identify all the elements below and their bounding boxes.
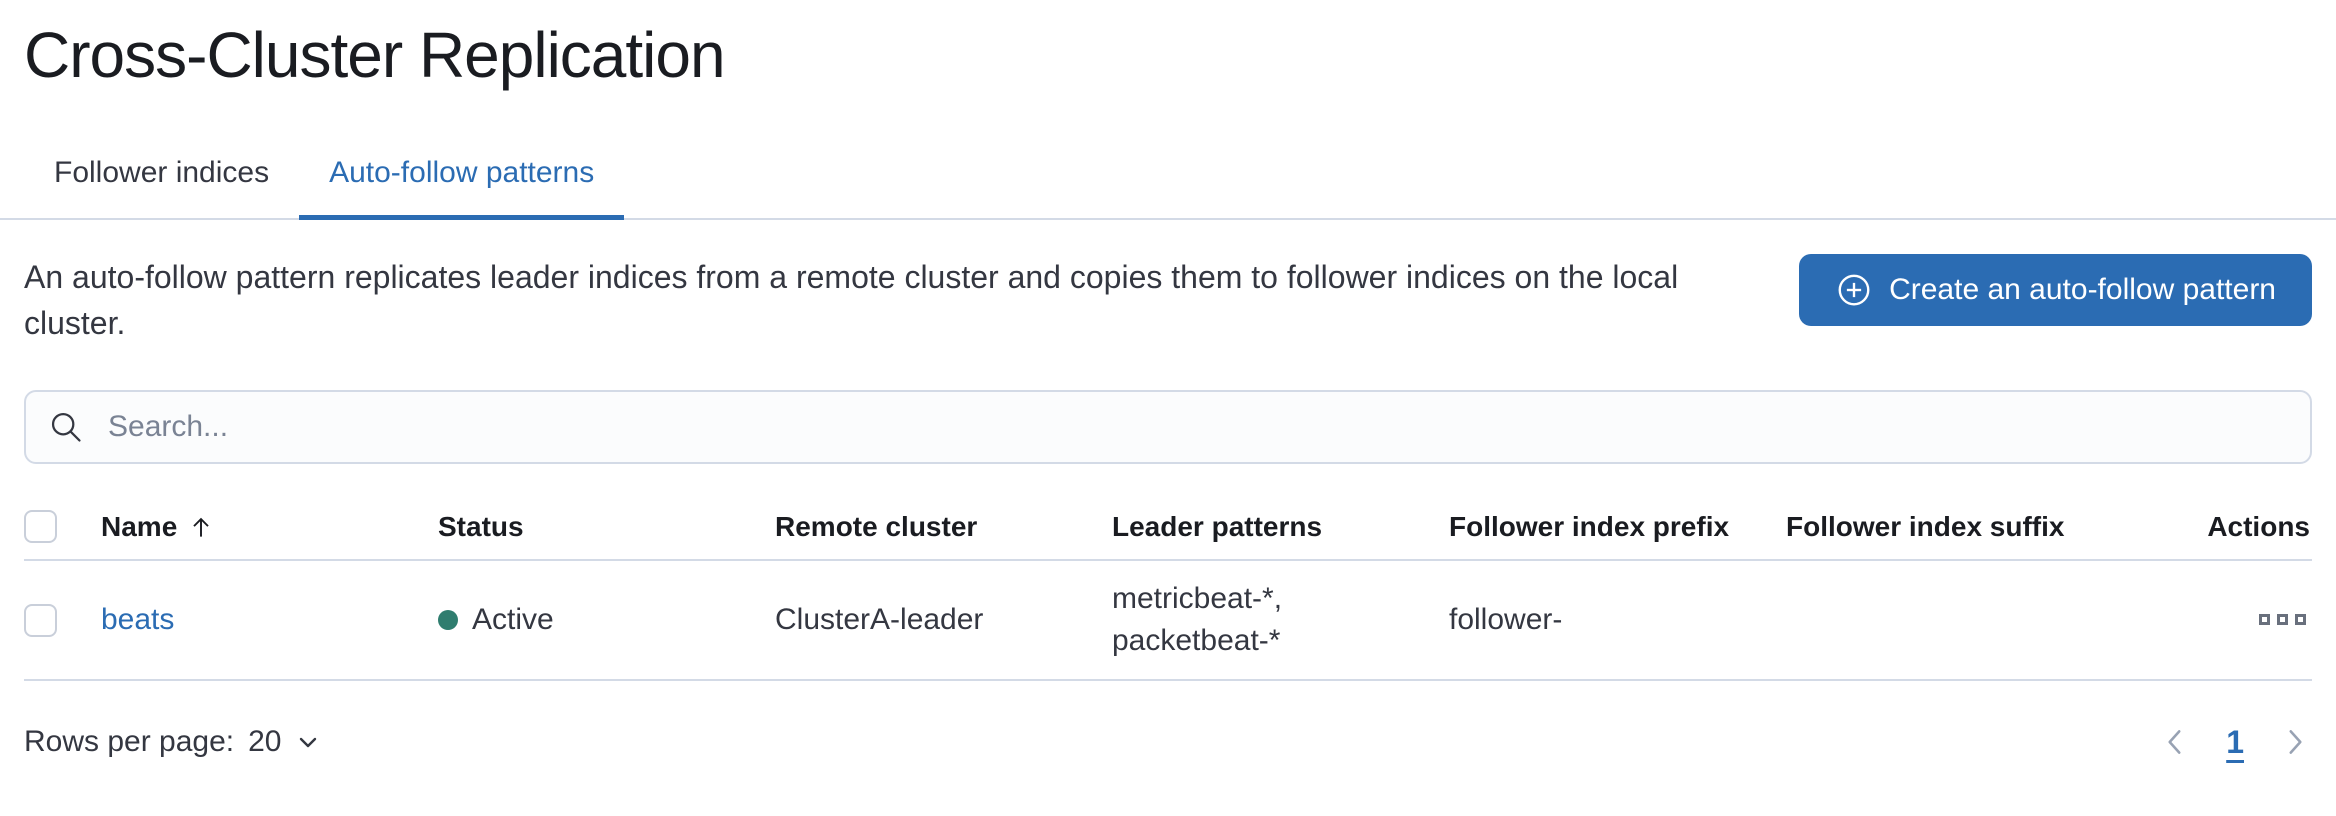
- page-title: Cross-Cluster Replication: [24, 19, 726, 91]
- search-bar: [24, 390, 2312, 464]
- rows-per-page-button[interactable]: Rows per page: 20: [24, 725, 320, 759]
- column-header-follower-index-suffix: Follower index suffix: [1786, 510, 2065, 542]
- leader-patterns-value: metricbeat-*, packetbeat-*: [1112, 582, 1283, 657]
- boxes-horizontal-icon: [2259, 614, 2270, 625]
- plus-in-circle-icon: [1838, 274, 1870, 306]
- column-header-status: Status: [438, 510, 524, 542]
- column-header-name-label: Name: [101, 510, 178, 542]
- chevron-right-icon: [2289, 730, 2302, 754]
- pattern-name-link[interactable]: beats: [101, 603, 175, 636]
- pagination: 1: [2158, 721, 2312, 763]
- next-page-button[interactable]: [2278, 721, 2312, 763]
- tabs-bar: Follower indices Auto-follow patterns: [0, 138, 2336, 220]
- table-footer: Rows per page: 20 1: [24, 721, 2312, 763]
- tab-follower-indices[interactable]: Follower indices: [24, 138, 299, 218]
- status-label: Active: [472, 603, 554, 636]
- row-checkbox[interactable]: [24, 603, 57, 637]
- table-row: beats Active ClusterA-leader metricbeat-…: [24, 561, 2312, 681]
- create-auto-follow-pattern-button[interactable]: Create an auto-follow pattern: [1799, 254, 2312, 326]
- sort-ascending-icon: [193, 517, 209, 537]
- chevron-left-icon: [2168, 730, 2181, 754]
- column-header-name[interactable]: Name: [80, 511, 417, 543]
- rows-per-page-label: Rows per page:: [24, 725, 235, 758]
- intro-text: An auto-follow pattern replicates leader…: [24, 259, 1679, 341]
- rows-per-page-value: 20: [248, 725, 282, 758]
- auto-follow-patterns-table: Name Status Remote cluster Leader patter…: [24, 490, 2312, 681]
- chevron-down-icon: [299, 737, 316, 748]
- search-input[interactable]: [108, 410, 2288, 444]
- page-number-1[interactable]: 1: [2226, 723, 2244, 760]
- table-header-row: Name Status Remote cluster Leader patter…: [24, 490, 2312, 561]
- column-header-leader-patterns: Leader patterns: [1112, 510, 1323, 542]
- column-header-actions: Actions: [2207, 510, 2310, 542]
- column-header-follower-index-prefix: Follower index prefix: [1449, 510, 1730, 542]
- remote-cluster-value: ClusterA-leader: [775, 603, 984, 636]
- row-actions-button[interactable]: [2255, 610, 2310, 629]
- column-header-remote-cluster: Remote cluster: [775, 510, 978, 542]
- select-all-checkbox[interactable]: [24, 510, 57, 543]
- search-icon: [51, 412, 81, 442]
- follower-index-prefix-value: follower-: [1449, 603, 1563, 636]
- create-button-label: Create an auto-follow pattern: [1889, 273, 2276, 306]
- status-active-dot: [438, 610, 458, 630]
- intro-section: An auto-follow pattern replicates leader…: [24, 254, 2312, 346]
- tab-auto-follow-patterns[interactable]: Auto-follow patterns: [299, 138, 625, 220]
- previous-page-button[interactable]: [2158, 721, 2192, 763]
